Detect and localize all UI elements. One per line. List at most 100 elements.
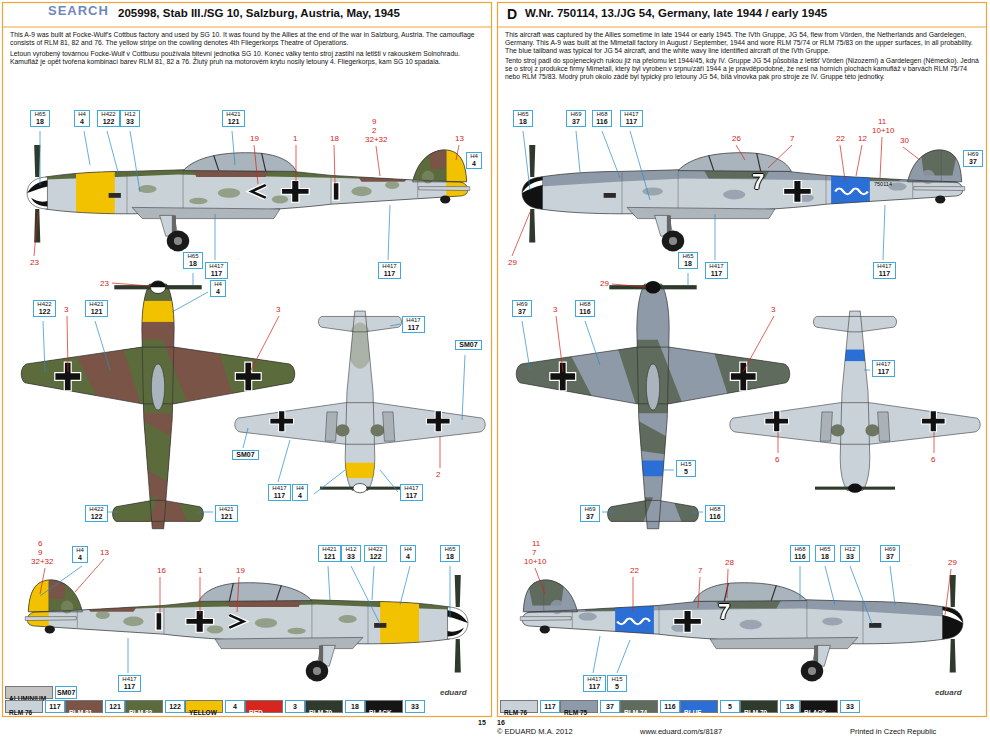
paint-code: H4 bbox=[404, 546, 412, 553]
color-number: 33 bbox=[126, 118, 134, 126]
paint-callout-box: H1233 bbox=[120, 110, 140, 127]
paint-callout-box: H422122 bbox=[97, 110, 120, 127]
paint-code: H417 bbox=[624, 111, 638, 118]
paint-callout-box: H44 bbox=[72, 546, 88, 563]
paint-code: H65 bbox=[682, 253, 693, 260]
color-number: 5 bbox=[615, 683, 619, 691]
legend-text: YELLOW bbox=[186, 707, 220, 718]
paint-callout-box: H44 bbox=[210, 280, 226, 297]
paint-code: H68 bbox=[794, 546, 805, 553]
paint-code: H69 bbox=[884, 546, 895, 553]
paint-callout-box: H68116 bbox=[575, 300, 595, 317]
color-number: 121 bbox=[324, 553, 336, 561]
paint-callout-box: H417117 bbox=[620, 110, 643, 127]
paint-code: H12 bbox=[844, 546, 855, 553]
section-heading: 205998, Stab III./SG 10, Salzburg, Austr… bbox=[118, 7, 400, 20]
color-number: 121 bbox=[228, 118, 240, 126]
paint-code: H65 bbox=[444, 546, 455, 553]
paint-callout-box: H1233 bbox=[341, 545, 361, 562]
paint-code: H65 bbox=[517, 111, 528, 118]
color-number: 18 bbox=[821, 553, 829, 561]
color-number: SM07 bbox=[236, 451, 254, 459]
callout-number: 13 bbox=[100, 548, 109, 557]
paint-code: H4 bbox=[296, 485, 304, 492]
paint-code: H4 bbox=[76, 547, 84, 554]
page-frame bbox=[3, 3, 987, 717]
color-number: 18 bbox=[780, 700, 800, 713]
paint-code: H417 bbox=[404, 485, 418, 492]
color-number: 5 bbox=[720, 700, 740, 713]
paint-code: H4 bbox=[470, 153, 478, 160]
color-swatch: ALUMINIUM bbox=[5, 686, 53, 699]
callout-leader-lines bbox=[34, 137, 951, 615]
callout-number: 32+32 bbox=[365, 135, 387, 144]
paint-callout-box: H417117 bbox=[583, 675, 606, 692]
legend-text: RLM 76 bbox=[501, 707, 530, 718]
paint-callout-box: H422122 bbox=[85, 505, 108, 522]
paint-callout-box: H6937 bbox=[963, 150, 983, 167]
paint-callout-box: H68116 bbox=[705, 505, 725, 522]
paint-callout-box: H6518 bbox=[678, 252, 698, 269]
paint-code: H68 bbox=[709, 506, 720, 513]
color-number: 117 bbox=[711, 270, 722, 278]
paint-leader-lines bbox=[40, 131, 895, 673]
callout-number: 9 bbox=[372, 117, 376, 126]
paint-code: H69 bbox=[967, 151, 978, 158]
copyright-text: © EDUARD M.A. 2012 bbox=[497, 728, 573, 737]
paint-callout-box: H6937 bbox=[512, 300, 532, 317]
callout-number: 29 bbox=[600, 279, 609, 288]
legend-text: RLM 82 bbox=[126, 707, 155, 718]
color-number: 121 bbox=[105, 700, 125, 713]
callout-number: 28 bbox=[725, 558, 734, 567]
color-swatch: BLUE bbox=[680, 700, 718, 713]
paint-callout-box: H421121 bbox=[222, 110, 245, 127]
color-number: 122 bbox=[165, 700, 185, 713]
callout-number: 1 bbox=[293, 134, 297, 143]
color-number: 117 bbox=[384, 270, 395, 278]
callout-number: 22 bbox=[836, 134, 845, 143]
paint-code: H68 bbox=[596, 111, 607, 118]
color-number: 33 bbox=[846, 553, 854, 561]
color-number: 116 bbox=[579, 308, 590, 316]
callout-number: 3 bbox=[771, 305, 775, 314]
paint-callout-box: H422122 bbox=[33, 300, 56, 317]
callout-number: 1 bbox=[198, 566, 202, 575]
color-number: 18 bbox=[684, 260, 692, 268]
color-number: SM07 bbox=[55, 686, 77, 699]
callout-number: 2 bbox=[372, 126, 376, 135]
color-number: 18 bbox=[519, 118, 527, 126]
color-swatch: RLM 70 bbox=[305, 700, 343, 713]
color-number: 121 bbox=[91, 308, 103, 316]
paint-code: H421 bbox=[226, 111, 240, 118]
callout-number: 2 bbox=[436, 470, 440, 479]
color-swatch: YELLOW bbox=[185, 700, 223, 713]
color-swatch: RLM 70 bbox=[740, 700, 778, 713]
legend-text: RLM 76 bbox=[6, 707, 35, 718]
color-number: 117 bbox=[879, 270, 890, 278]
callout-number: 7 bbox=[698, 566, 702, 575]
paint-callout-box: H44 bbox=[466, 152, 482, 169]
drawing-shape bbox=[498, 3, 987, 717]
side-profile bbox=[18, 575, 470, 681]
color-number: 122 bbox=[91, 513, 103, 521]
color-number: 37 bbox=[572, 118, 580, 126]
color-number: 117 bbox=[589, 683, 600, 691]
paint-callout-box: H6937 bbox=[566, 110, 586, 127]
color-number: 4 bbox=[80, 118, 84, 126]
paint-code: H417 bbox=[122, 676, 136, 683]
callout-number: 10+10 bbox=[872, 126, 894, 135]
legend-text: BLACK bbox=[801, 707, 830, 718]
paint-code: H69 bbox=[516, 301, 527, 308]
callout-number: 13 bbox=[455, 134, 464, 143]
color-number: 117 bbox=[626, 118, 637, 126]
logo-text: eduard bbox=[935, 688, 962, 697]
description-text: Tento stroj padl do spojeneckých rukou j… bbox=[505, 57, 981, 80]
callout-number: 16 bbox=[157, 566, 166, 575]
color-swatch: RLM 75 bbox=[560, 700, 598, 713]
color-number: 117 bbox=[124, 683, 135, 691]
paint-callout-box: H155 bbox=[607, 675, 627, 692]
paint-code: H12 bbox=[345, 546, 356, 553]
callout-number: 6 bbox=[931, 455, 935, 464]
legend-text: RLM 70 bbox=[741, 707, 770, 718]
paint-callout-box: H417117 bbox=[205, 262, 228, 279]
